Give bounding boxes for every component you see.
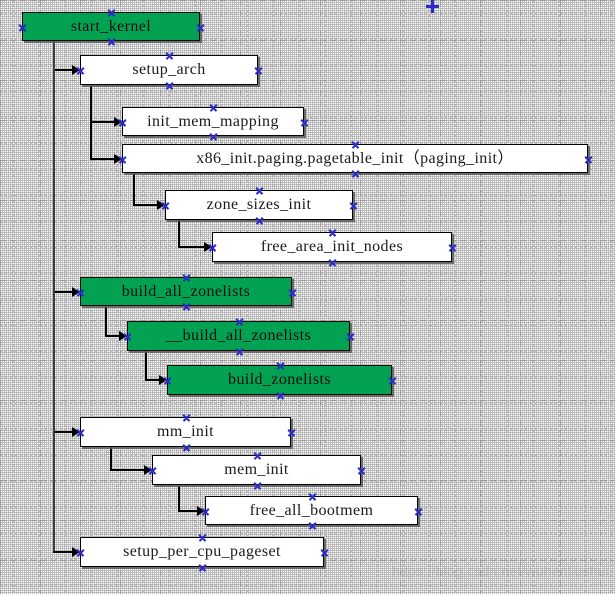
node-pagetable-init[interactable]: x86_init.paging.pagetable_init（paging_in… — [122, 144, 588, 173]
node-start-kernel[interactable]: start_kernel — [22, 12, 200, 41]
edge-vertical-build_all_zonelists-to-__build_all_zonelists — [105, 306, 107, 336]
edge-horizontal-mem_init-to-free_all_bootmem — [178, 510, 199, 512]
arrowhead-build_all_zonelists-to-__build_all_zonelists — [119, 331, 127, 341]
node-label: init_mem_mapping — [147, 112, 279, 130]
edge-vertical-setup_arch-to-pagetable_init — [90, 85, 92, 159]
node-label: mm_init — [156, 423, 215, 440]
node-free-area-init-nodes[interactable]: free_area_init_nodes — [212, 232, 452, 262]
node-label: x86_init.paging.pagetable_init（paging_in… — [196, 149, 514, 167]
node-build-all-zonelists[interactable]: __build_all_zonelists — [127, 321, 350, 351]
edge-horizontal-start_kernel-to-mm_init — [53, 431, 74, 433]
edge-horizontal-setup_arch-to-pagetable_init — [90, 158, 116, 160]
arrowhead-start_kernel-to-setup_arch — [72, 65, 80, 75]
node-label: setup_arch — [132, 61, 206, 78]
node-setup-per-cpu-pageset[interactable]: setup_per_cpu_pageset — [80, 537, 324, 567]
node-label: zone_sizes_init — [206, 196, 312, 213]
arrowhead-zone_sizes_init-to-free_area_init_nodes — [204, 242, 212, 252]
node-label: free_area_init_nodes — [260, 238, 404, 255]
node-label: mem_init — [224, 461, 289, 478]
edge-horizontal-mm_init-to-mem_init — [110, 469, 146, 471]
arrowhead-__build_all_zonelists-to-build_zonelists — [159, 375, 167, 385]
node-mem-init[interactable]: mem_init — [152, 455, 361, 485]
edge-horizontal-build_all_zonelists-to-__build_all_zonelists — [105, 335, 121, 337]
node-label: build_all_zonelists — [121, 282, 251, 300]
node-mm-init[interactable]: mm_init — [80, 417, 291, 447]
edge-vertical-__build_all_zonelists-to-build_zonelists — [145, 351, 147, 380]
arrowhead-mm_init-to-mem_init — [144, 465, 152, 475]
edge-horizontal-start_kernel-to-setup_arch — [53, 69, 74, 71]
edge-vertical-pagetable_init-to-zone_sizes_init — [133, 173, 135, 205]
edge-vertical-mem_init-to-free_all_bootmem — [178, 485, 180, 511]
edge-vertical-mm_init-to-mem_init — [110, 447, 112, 470]
node-build-all-zonelists[interactable]: build_all_zonelists — [80, 277, 292, 306]
node-label: build_zonelists — [228, 371, 331, 388]
arrowhead-pagetable_init-to-zone_sizes_init — [157, 200, 165, 210]
edge-horizontal-start_kernel-to-setup_per_cpu_pageset — [53, 551, 74, 553]
arrowhead-start_kernel-to-setup_per_cpu_pageset — [72, 547, 80, 557]
edge-horizontal-setup_arch-to-init_mem_mapping — [90, 121, 116, 123]
node-label: __build_all_zonelists — [165, 327, 312, 344]
arrowhead-setup_arch-to-pagetable_init — [114, 154, 122, 164]
edge-horizontal-zone_sizes_init-to-free_area_init_nodes — [178, 246, 206, 248]
arrowhead-mem_init-to-free_all_bootmem — [197, 506, 205, 516]
edge-horizontal-__build_all_zonelists-to-build_zonelists — [145, 379, 161, 381]
edge-horizontal-start_kernel-to-build_all_zonelists — [53, 291, 74, 293]
node-init-mem-mapping[interactable]: init_mem_mapping — [122, 107, 304, 136]
node-setup-arch[interactable]: setup_arch — [80, 55, 258, 85]
node-build-zonelists[interactable]: build_zonelists — [167, 365, 392, 395]
crosshair-marker — [426, 0, 439, 13]
watermark-text: https://blog.csdn.net/wuhenliushui — [392, 563, 609, 579]
node-label: start_kernel — [70, 17, 152, 35]
node-label: free_all_bootmem — [249, 501, 374, 519]
arrowhead-start_kernel-to-mm_init — [72, 427, 80, 437]
edge-vertical-start_kernel-to-setup_per_cpu_pageset — [53, 41, 55, 552]
edge-horizontal-pagetable_init-to-zone_sizes_init — [133, 204, 159, 206]
node-zone-sizes-init[interactable]: zone_sizes_init — [165, 190, 353, 220]
node-label: setup_per_cpu_pageset — [123, 543, 281, 560]
arrowhead-setup_arch-to-init_mem_mapping — [114, 117, 122, 127]
arrowhead-start_kernel-to-build_all_zonelists — [72, 287, 80, 297]
edge-vertical-zone_sizes_init-to-free_area_init_nodes — [178, 220, 180, 247]
node-free-all-bootmem[interactable]: free_all_bootmem — [205, 496, 418, 525]
